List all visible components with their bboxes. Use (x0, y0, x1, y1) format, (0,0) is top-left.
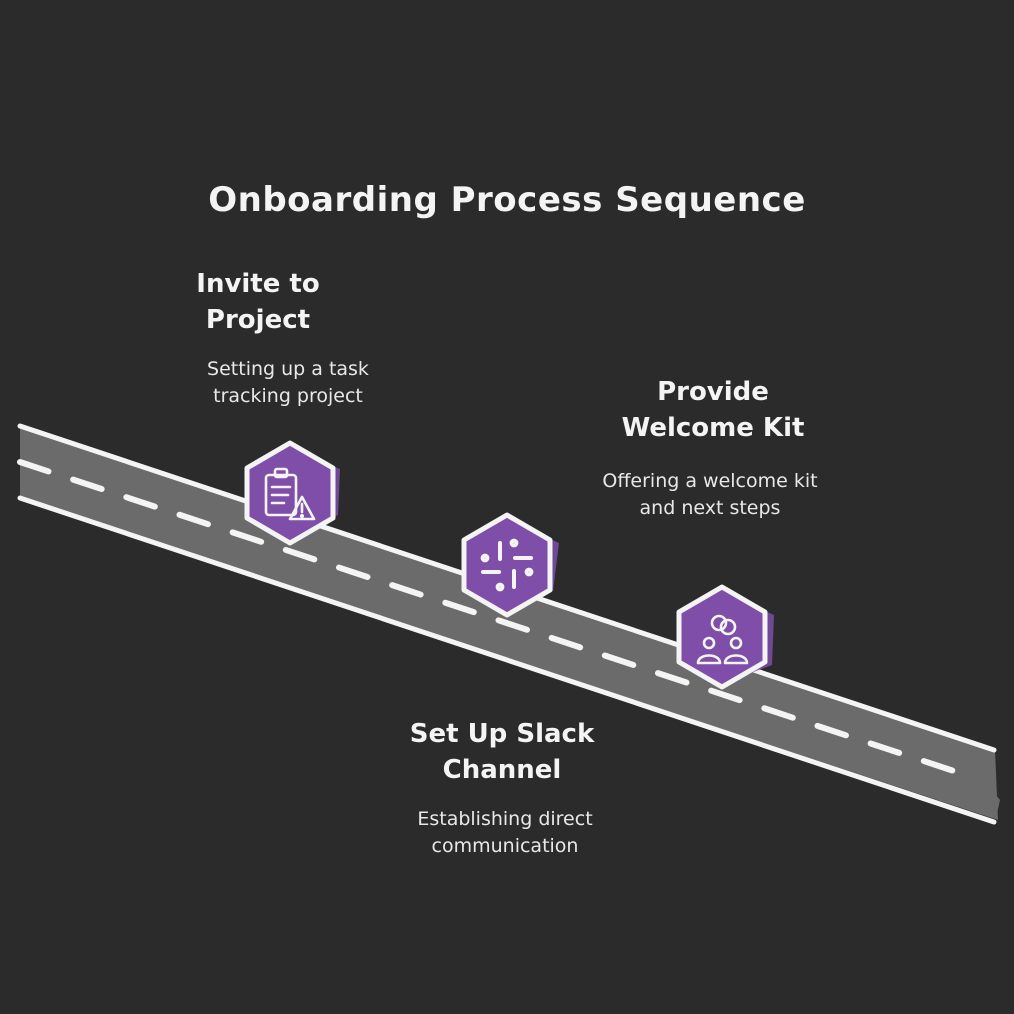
step-title-slack: Set Up Slack Channel (409, 719, 595, 785)
road-edge-bottom (17, 495, 997, 825)
marker-slack (461, 512, 559, 618)
road-texture (30, 430, 100, 478)
marker-invite (244, 440, 340, 546)
step-title-welcome-kit: Provide Welcome Kit (621, 377, 805, 443)
people-link-icon (696, 614, 749, 665)
step-description-invite: Setting up a task tracking project (207, 358, 369, 407)
marker-hexagon (676, 584, 768, 690)
diagram-title: Onboarding Process Sequence (208, 180, 806, 220)
marker-hexagon (461, 512, 553, 618)
marker-welcome-kit (676, 584, 774, 690)
marker-hexagon (244, 440, 336, 546)
road-texture-end (960, 770, 1000, 818)
step-title-invite: Invite to Project (196, 269, 320, 335)
step-description-welcome-kit: Offering a welcome kit and next steps (602, 470, 818, 519)
step-description-slack: Establishing direct communication (417, 808, 593, 857)
road-center-line (17, 459, 978, 781)
clipboard-alert-icon (264, 467, 316, 521)
slack-icon (480, 538, 534, 592)
